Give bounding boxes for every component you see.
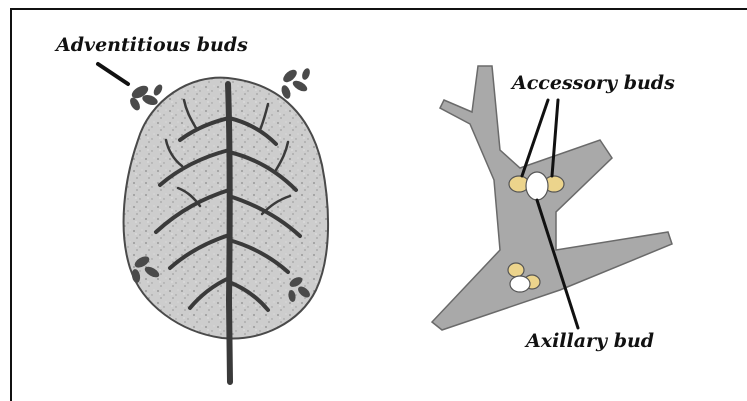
adventitious-bud-top-right bbox=[280, 67, 311, 100]
axillary-bud-label: Axillary bud bbox=[526, 330, 654, 352]
leaf-illustration-icon bbox=[98, 64, 328, 382]
branch-illustration-icon bbox=[432, 66, 672, 330]
adventitious-pointer bbox=[98, 64, 128, 84]
axillary-bud-upper bbox=[526, 172, 548, 200]
adventitious-buds-label: Adventitious buds bbox=[56, 34, 248, 56]
branch-body bbox=[432, 66, 672, 330]
accessory-buds-label: Accessory buds bbox=[512, 72, 675, 94]
